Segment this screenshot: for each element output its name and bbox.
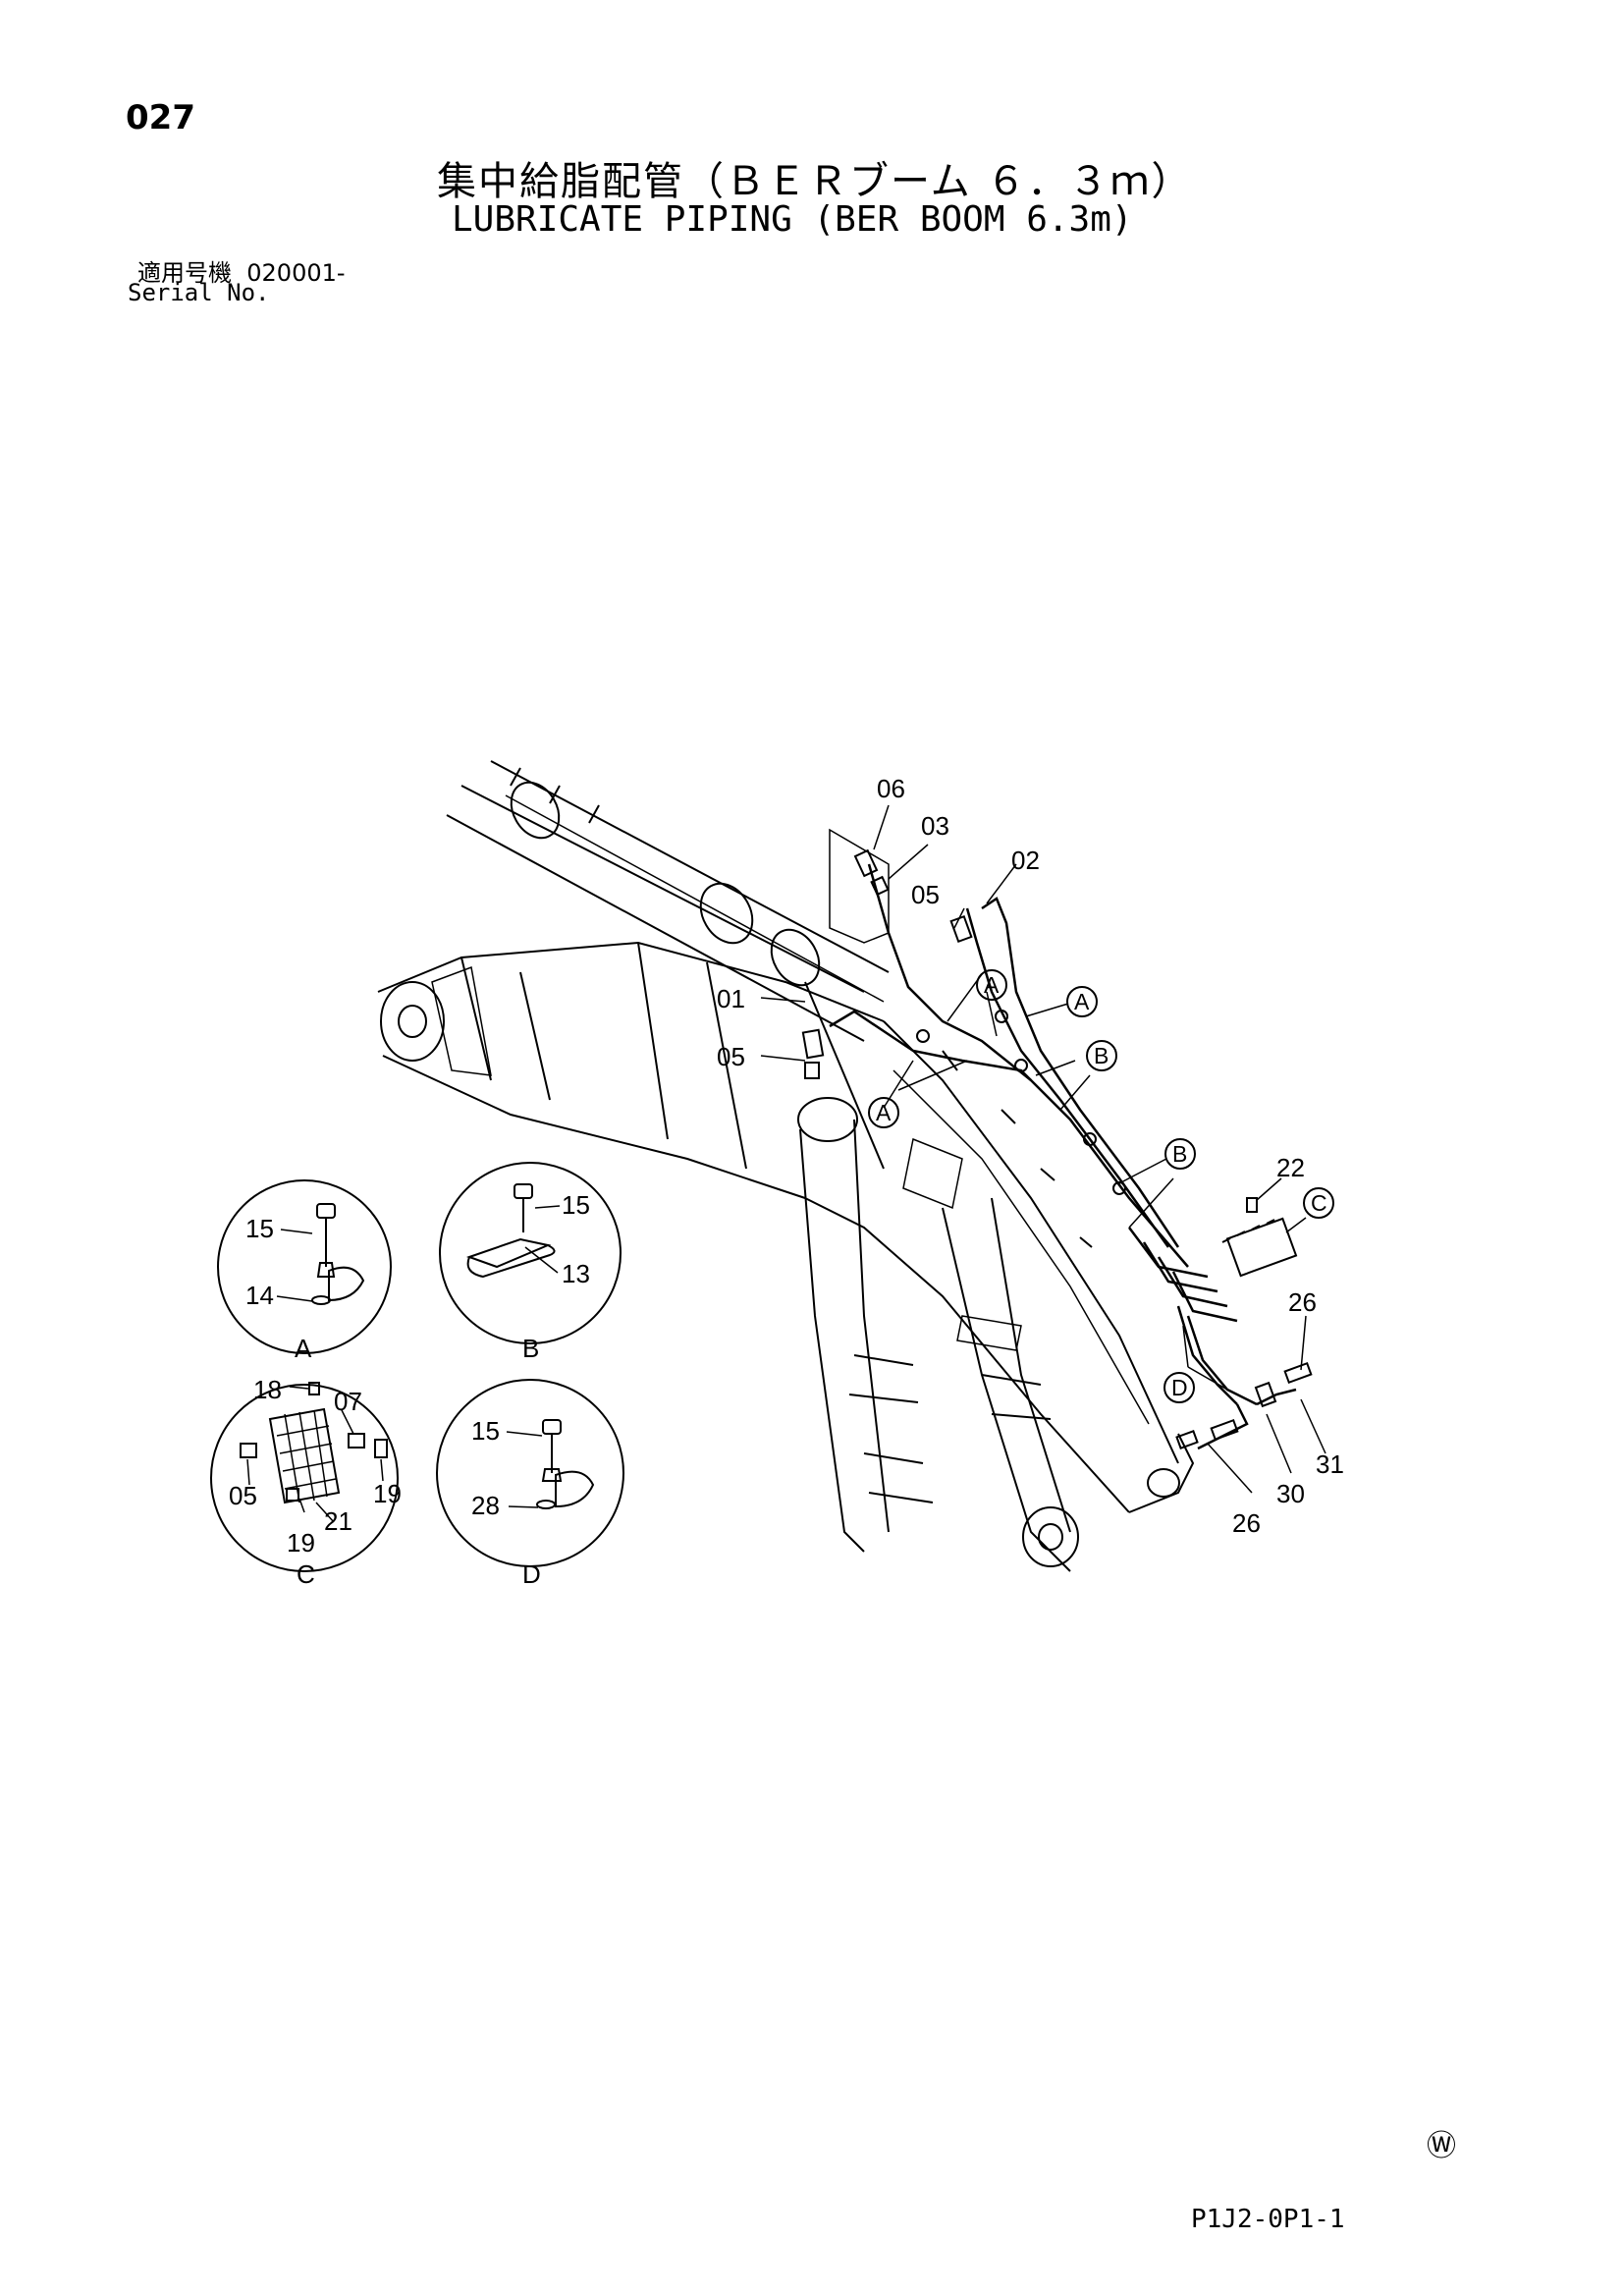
callout-a-1: A [976,969,1007,1001]
page-title-japanese: 集中給脂配管（ＢＥＲブーム ６．３ｍ） [437,159,1193,204]
callout-a-3: A [868,1097,899,1128]
label-26-lower: 26 [1232,1508,1261,1538]
detail-a-label-14: 14 [245,1281,274,1310]
detail-d-label-28: 28 [471,1491,500,1520]
detail-b-label-13: 13 [562,1259,590,1288]
page-code: P1J2-0P1-1 [1191,2205,1345,2234]
label-02: 02 [1011,846,1040,875]
arm-cylinder [446,760,890,1042]
page-number: 027 [126,98,195,137]
detail-c-label-19-bottom: 19 [287,1528,315,1558]
detail-c-label-21: 21 [324,1506,352,1536]
detail-c-label-19-right: 19 [373,1479,402,1508]
page-title-english: LUBRICATE PIPING (BER BOOM 6.3m) [452,199,1133,240]
detail-a-caption: A [295,1334,312,1363]
svg-text:D: D [1171,1375,1188,1400]
serial-range: 適用号機 020001- [137,253,346,288]
svg-text:A: A [984,972,1000,998]
detail-b-label-15: 15 [562,1190,590,1220]
serial-value: 020001- [246,259,346,287]
detail-c-label-07: 07 [334,1387,362,1416]
detail-c-label-05: 05 [229,1481,257,1510]
boom-body [377,941,1195,1513]
lubrication-pipes [829,863,1297,1450]
detail-d-label-15: 15 [471,1416,500,1446]
label-22: 22 [1276,1153,1305,1182]
boom-cylinders [797,1097,1079,1572]
callout-b-1: B [1086,1040,1117,1071]
label-01: 01 [717,984,745,1013]
callout-b-2: B [1164,1138,1196,1170]
label-05-lower: 05 [717,1042,745,1071]
detail-view-c: 18 07 05 19 21 19 C [210,1375,402,1589]
detail-c-label-18: 18 [253,1375,282,1404]
callouts: A A A B B C D [868,969,1334,1403]
label-06: 06 [877,774,905,803]
label-03: 03 [921,811,949,841]
label-30: 30 [1276,1479,1305,1508]
cover-plate [829,828,890,944]
leader-lines [760,804,1326,1494]
detail-view-b: 15 13 B [439,1162,622,1363]
detail-a-label-15: 15 [245,1214,274,1243]
fittings [801,848,1313,1449]
svg-text:B: B [1094,1043,1109,1068]
label-05-upper: 05 [911,880,940,909]
svg-text:B: B [1172,1141,1187,1167]
main-part-labels: 06 03 02 05 01 05 22 26 31 30 26 [717,774,1344,1538]
manufacturer-mark: Ⓦ [1427,2129,1456,2163]
svg-text:A: A [876,1100,892,1125]
detail-d-caption: D [522,1559,541,1589]
callout-c-1: C [1303,1187,1334,1219]
detail-view-d: 15 28 D [436,1379,624,1589]
detail-b-caption: B [522,1334,539,1363]
callout-d-1: D [1163,1372,1195,1403]
serial-label-english: Serial No. [128,279,270,306]
serial-label-japanese: 適用号機 [137,259,232,287]
detail-c-caption: C [297,1559,315,1589]
svg-text:A: A [1074,989,1090,1014]
label-26-upper: 26 [1288,1287,1317,1317]
detail-view-a: 15 14 A [217,1179,392,1363]
callout-a-2: A [1066,986,1098,1017]
svg-text:C: C [1311,1190,1327,1216]
label-31: 31 [1316,1449,1344,1479]
